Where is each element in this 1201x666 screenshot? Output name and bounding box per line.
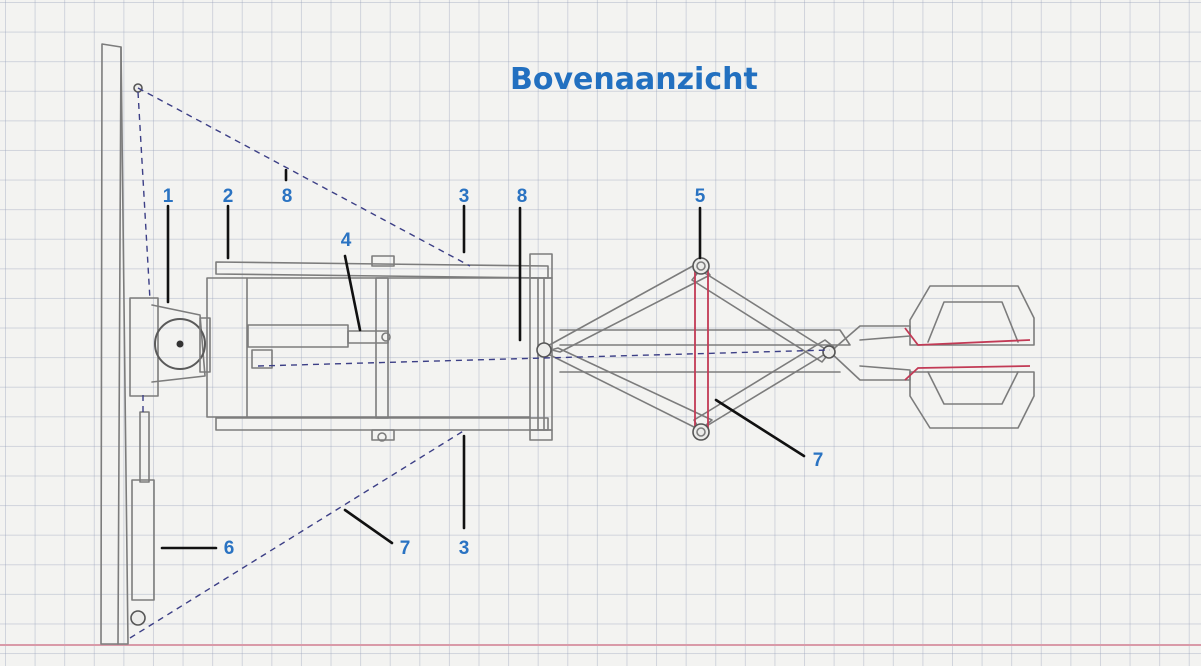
dashed-cables [129,87,831,639]
callout-2: 2 [223,186,234,207]
scissor-pivot-right [822,345,836,359]
callout-3-bottom: 3 [459,538,470,559]
callout-4: 4 [341,230,352,251]
brace-bottom-pin [692,423,710,441]
drawing-title: Bovenaanzicht [510,62,758,97]
pivot-hinge [129,297,211,397]
callout-5: 5 [695,186,706,207]
slide-actuator [247,277,391,419]
callout-3-top: 3 [459,186,470,207]
callout-8-top: 8 [282,186,293,207]
wall-plate [100,43,129,645]
callout-7-right: 7 [813,450,824,471]
leader-lines [160,168,806,550]
wall-actuator [130,83,155,626]
brace-top-pin [692,257,710,275]
actuator-bottom-pin [130,610,146,626]
scissor-brace [692,257,710,441]
scissor-pivot-left [536,342,552,358]
gripper [904,285,1035,429]
callout-7-bottom: 7 [400,538,411,559]
paper-margin-line [0,644,1201,646]
callout-numbers: 1 2 8 3 8 5 4 7 6 7 3 [163,186,824,559]
callout-6: 6 [224,538,235,559]
callout-8-mid: 8 [517,186,528,207]
callout-1: 1 [163,186,174,207]
